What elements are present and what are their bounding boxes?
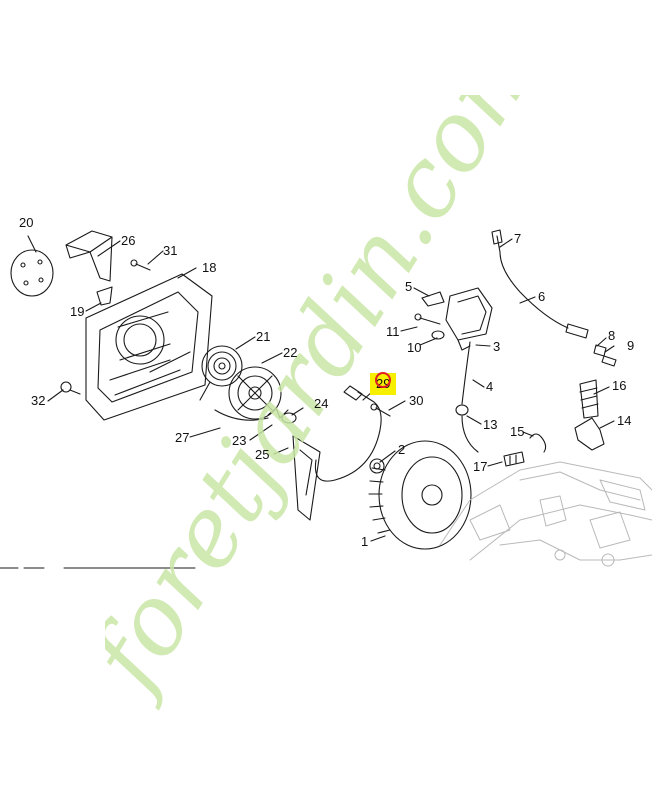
callout-11: 11 xyxy=(386,324,400,339)
callout-1: 1 xyxy=(361,534,369,549)
callout-9: 9 xyxy=(627,338,635,353)
callout-10: 10 xyxy=(407,340,422,355)
callout-27: 27 xyxy=(175,430,190,445)
callout-15: 15 xyxy=(510,424,525,439)
callout-25: 25 xyxy=(255,447,270,462)
callout-31: 31 xyxy=(163,243,178,258)
callout-16: 16 xyxy=(612,378,627,393)
callout-13: 13 xyxy=(483,417,498,432)
callout-6: 6 xyxy=(538,289,546,304)
callout-5: 5 xyxy=(405,279,413,294)
callout-4: 4 xyxy=(486,379,494,394)
highlight-ring xyxy=(375,372,391,388)
callout-19: 19 xyxy=(70,304,85,319)
callout-2: 2 xyxy=(398,442,406,457)
callout-8: 8 xyxy=(608,328,616,343)
callout-20: 20 xyxy=(19,215,34,230)
callout-14: 14 xyxy=(617,413,632,428)
callout-17: 17 xyxy=(473,459,488,474)
callout-22: 22 xyxy=(283,345,298,360)
callout-24: 24 xyxy=(314,396,329,411)
callout-18: 18 xyxy=(202,260,217,275)
callout-26: 26 xyxy=(121,233,136,248)
callout-21: 21 xyxy=(256,329,271,344)
callout-3: 3 xyxy=(493,339,501,354)
callout-7: 7 xyxy=(514,231,522,246)
callout-30: 30 xyxy=(409,393,424,408)
callout-32: 32 xyxy=(31,393,46,408)
callout-23: 23 xyxy=(232,433,247,448)
